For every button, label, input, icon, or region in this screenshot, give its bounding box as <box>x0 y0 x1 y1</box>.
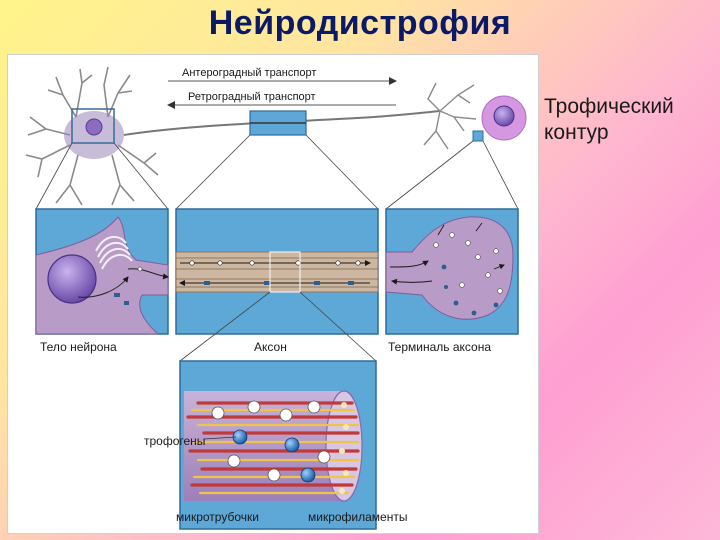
slide-title: Нейродистрофия <box>208 4 512 42</box>
middle-panels <box>35 208 519 335</box>
trophogens-label: трофогены <box>144 434 205 448</box>
microfilaments-label: микрофиламенты <box>308 510 407 524</box>
anterograde-label: Антероградный транспорт <box>182 67 316 79</box>
neuron-diagram-svg: Антероградный транспорт Ретроградный тра… <box>25 66 519 530</box>
trophic-circuit-label: Трофический контур <box>544 94 714 146</box>
zoom-lines-top <box>35 134 519 210</box>
neuron-body-label: Тело нейрона <box>40 340 117 354</box>
trophic-marker <box>481 95 527 141</box>
axon-terminal-label: Терминаль аксона <box>388 340 491 354</box>
axon-cylinder-detail <box>179 360 377 530</box>
axon-label: Аксон <box>254 340 287 354</box>
neuron-overview: Антероградный транспорт Ретроградный тра… <box>25 66 484 206</box>
zoom-lines-bottom <box>179 291 377 362</box>
trophic-circuit-line2: контур <box>544 121 609 144</box>
trophic-circuit-line1: Трофический <box>544 95 674 118</box>
retrograde-label: Ретроградный транспорт <box>188 91 316 103</box>
microtubules-label: микротрубочки <box>176 510 259 524</box>
neuron-transport-figure: Антероградный транспорт Ретроградный тра… <box>7 54 539 534</box>
